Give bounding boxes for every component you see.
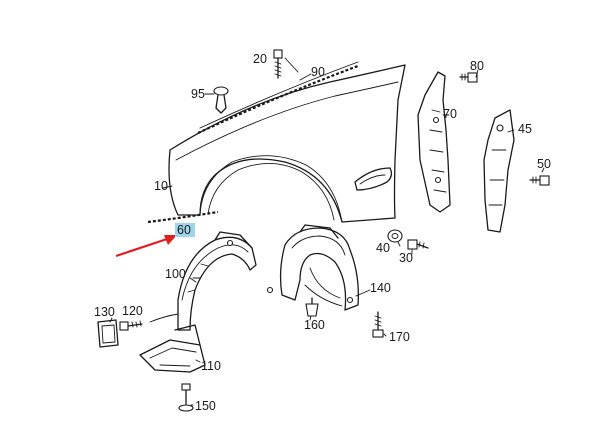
leader-lines (109, 57, 545, 406)
bolt-30[interactable] (407, 239, 429, 250)
label-40: 40 (376, 241, 390, 255)
label-45: 45 (518, 122, 532, 136)
label-130: 130 (94, 305, 115, 319)
label-160: 160 (304, 318, 325, 332)
label-140: 140 (370, 281, 391, 295)
label-110: 110 (201, 359, 221, 373)
seal-strip-60[interactable] (147, 210, 219, 224)
red-arrow (115, 235, 177, 258)
label-50: 50 (537, 157, 551, 171)
screw-170[interactable] (372, 311, 384, 338)
nut-40[interactable] (387, 229, 403, 243)
label-170: 170 (389, 330, 410, 344)
screw-150[interactable] (178, 383, 194, 412)
fender-panel[interactable] (168, 61, 406, 223)
bracket-45[interactable] (483, 109, 515, 233)
label-70: 70 (443, 107, 457, 121)
wheel-liner-140[interactable] (266, 224, 359, 311)
label-90: 90 (311, 65, 325, 79)
cover-110[interactable] (139, 324, 206, 373)
label-60: 60 (177, 223, 191, 237)
wheel-liner-100[interactable] (177, 231, 257, 331)
label-100: 100 (165, 267, 186, 281)
screw-120[interactable] (119, 313, 179, 331)
clip-95[interactable] (213, 86, 229, 114)
label-10: 10 (154, 179, 168, 193)
label-120: 120 (122, 304, 143, 318)
label-20: 20 (253, 52, 267, 66)
highlight-60 (175, 223, 195, 237)
screw-20[interactable] (273, 49, 283, 79)
label-80: 80 (470, 59, 484, 73)
bolt-50[interactable] (529, 175, 550, 186)
bracket-130[interactable] (97, 319, 119, 348)
bracket-70[interactable] (417, 71, 451, 213)
bolt-80[interactable] (459, 72, 478, 83)
label-95: 95 (191, 87, 205, 101)
label-150: 150 (195, 399, 216, 413)
clip-160[interactable] (305, 297, 319, 317)
label-30: 30 (399, 251, 413, 265)
